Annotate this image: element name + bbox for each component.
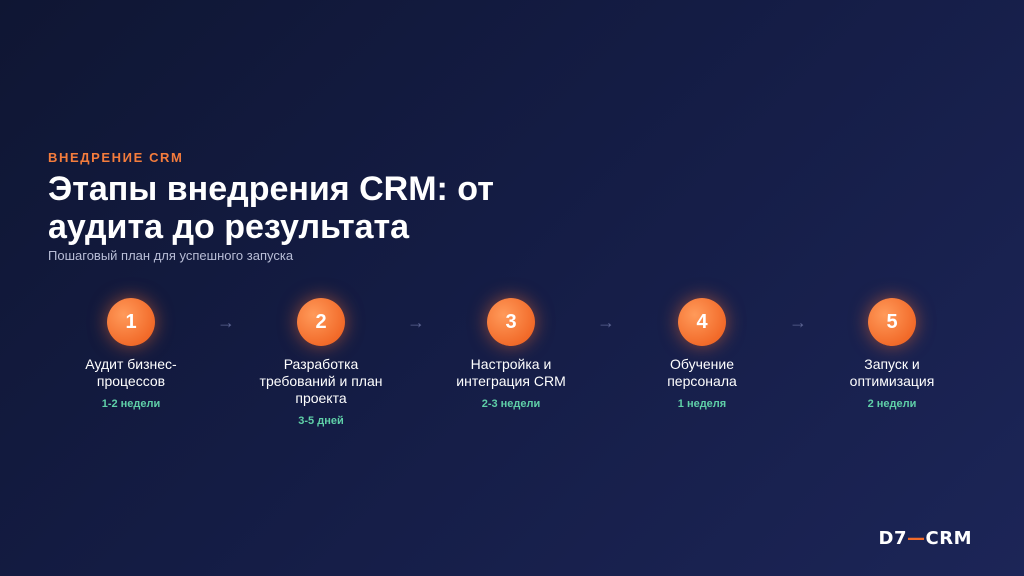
step-5: 5 Запуск и оптимизация 2 недели [802,298,982,410]
page-title: Этапы внедрения CRM: от аудита до резуль… [48,170,494,246]
step-2: 2 Разработка требований и план проекта 3… [231,298,411,427]
step-duration: 2-3 недели [481,398,541,410]
arrow-icon: → [407,312,425,332]
arrow-icon: → [597,312,615,332]
step-duration: 1-2 недели [101,398,161,410]
step-duration: 2 недели [867,398,917,410]
arrow-icon: → [217,312,235,332]
logo-left: D7 [878,528,908,549]
step-number-badge: 4 [678,298,726,346]
step-number-badge: 3 [487,298,535,346]
brand-logo: D7—CRM [879,528,972,549]
step-number-badge: 1 [107,298,155,346]
step-title: Аудит бизнес-процессов [85,356,177,389]
step-number-badge: 2 [297,298,345,346]
step-duration: 3-5 дней [298,415,344,427]
step-4: 4 Обучение персонала 1 неделя [612,298,792,410]
logo-dash: — [907,528,926,549]
step-title: Обучение персонала [667,356,737,389]
step-number-badge: 5 [868,298,916,346]
step-duration: 1 неделя [677,398,727,410]
step-title: Настройка и интеграция CRM [456,356,566,389]
step-3: 3 Настройка и интеграция CRM 2-3 недели [421,298,601,410]
step-title: Запуск и оптимизация [849,356,935,389]
eyebrow-label: ВНЕДРЕНИЕ CRM [48,150,184,165]
arrow-icon: → [789,312,807,332]
page-subtitle: Пошаговый план для успешного запуска [48,248,294,263]
logo-right: CRM [925,528,972,549]
step-title: Разработка требований и план проекта [259,356,383,406]
step-1: 1 Аудит бизнес-процессов 1-2 недели [41,298,221,410]
